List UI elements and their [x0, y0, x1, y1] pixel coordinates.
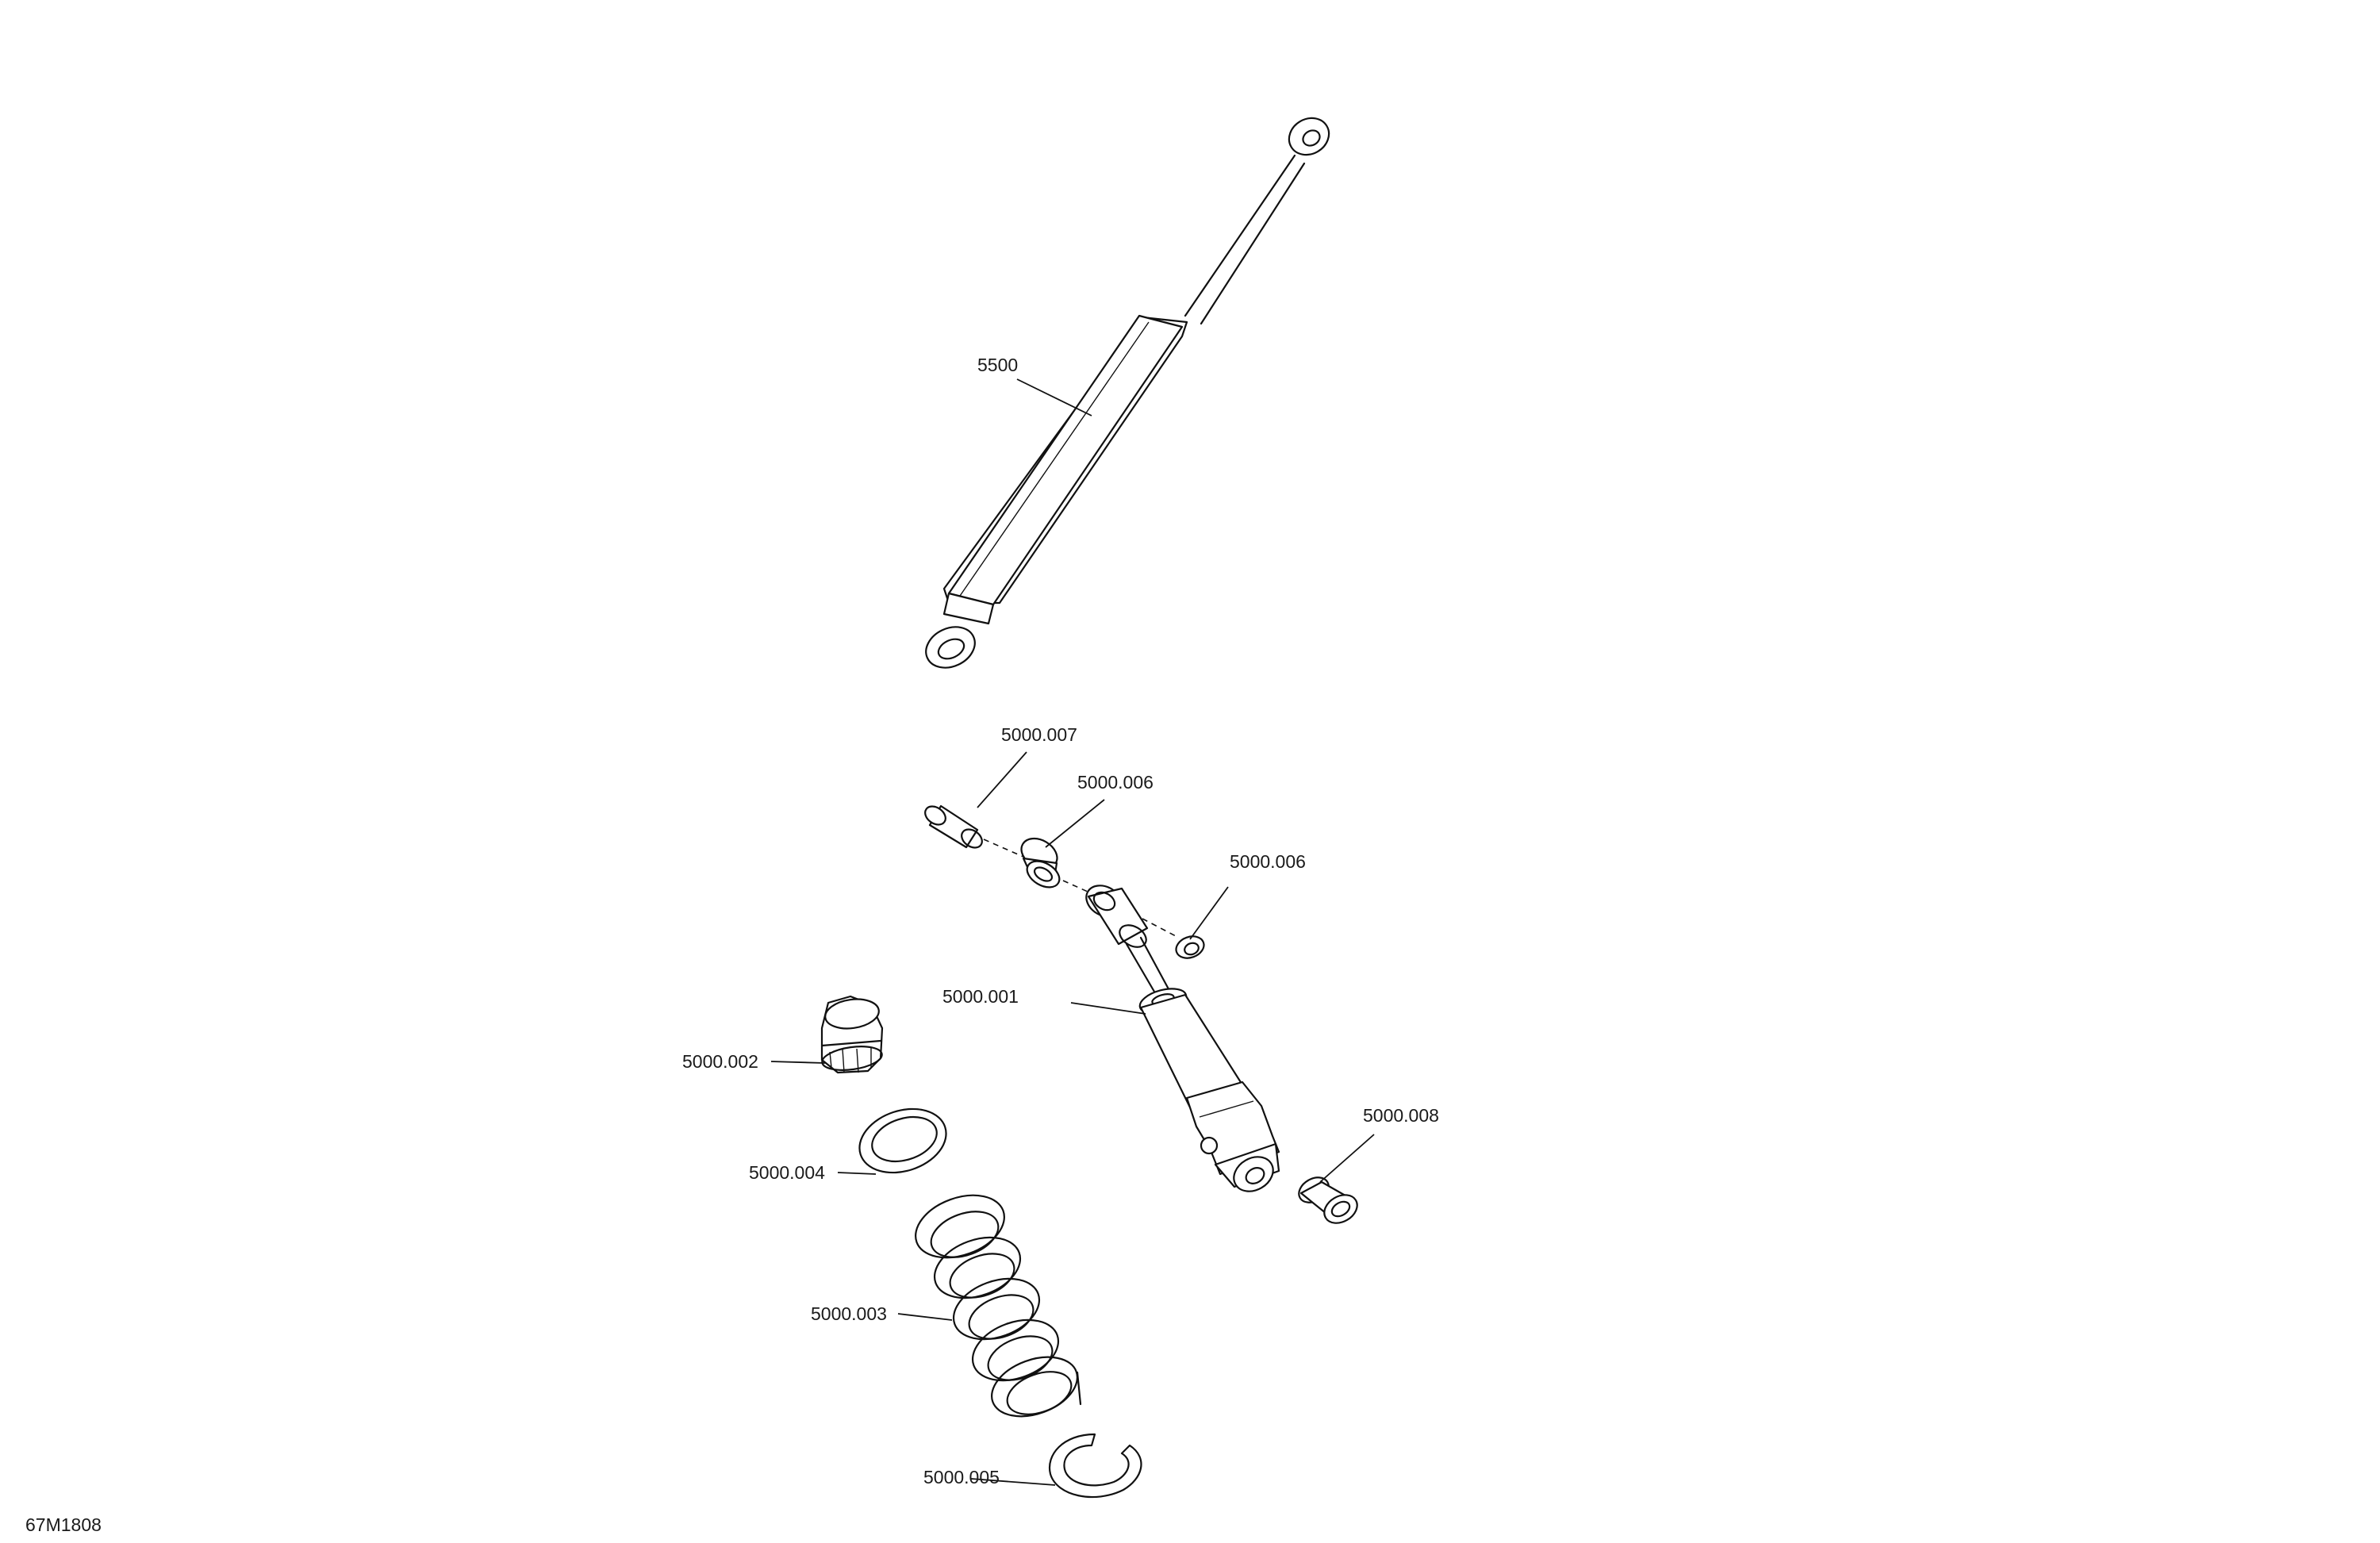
callout-5000-008: 5000.008 — [1363, 1105, 1439, 1126]
callout-5500: 5500 — [977, 355, 1018, 375]
sleeve-5000-007 — [924, 804, 983, 849]
callout-5000-006-right: 5000.006 — [1230, 851, 1306, 872]
callout-5000-005: 5000.005 — [923, 1467, 1000, 1487]
shock-absorber-5000-001 — [1085, 885, 1280, 1192]
spring-retainer-5000-002 — [820, 995, 884, 1074]
washer-5000-004 — [858, 1107, 947, 1174]
callout-labels: 5500 5000.007 5000.006 5000.006 5000.001… — [682, 355, 1439, 1487]
coil-spring-5000-003 — [915, 1194, 1082, 1418]
callout-5000-003: 5000.003 — [811, 1303, 887, 1324]
bushing-5000-008 — [1298, 1176, 1358, 1224]
gas-shock-5500 — [925, 117, 1330, 669]
circlip-5000-005 — [1048, 1433, 1142, 1499]
bushing-5000-006-upper — [1020, 837, 1061, 889]
drawing-code: 67M1808 — [25, 1514, 102, 1535]
callout-5000-002: 5000.002 — [682, 1051, 758, 1072]
leader-lines — [770, 378, 1375, 1486]
callout-5000-004: 5000.004 — [749, 1162, 825, 1183]
callout-5000-006-upper: 5000.006 — [1077, 772, 1154, 793]
callout-5000-001: 5000.001 — [942, 986, 1019, 1007]
callout-5000-007: 5000.007 — [1001, 724, 1077, 745]
bushing-5000-006-right — [1175, 935, 1205, 959]
